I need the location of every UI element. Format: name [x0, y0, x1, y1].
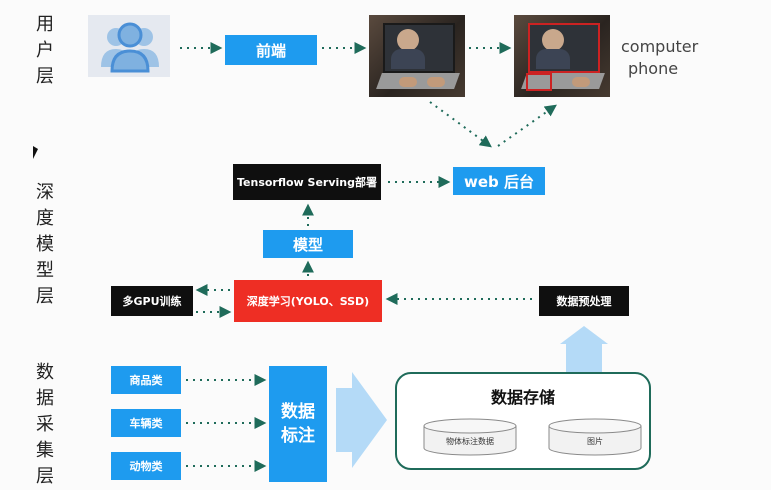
- arrow-computer-web: [429, 101, 492, 148]
- storage-title: 数据存储: [490, 388, 555, 407]
- model-layer-label: 深度模型层: [36, 182, 54, 307]
- web-backend-box: web 后台: [453, 167, 545, 195]
- user-layer-label: 用户层: [36, 14, 54, 87]
- mouse-cursor-icon: [33, 146, 38, 159]
- data-layer-label: 数据采集层: [36, 362, 54, 487]
- computer-label: computer: [621, 37, 699, 56]
- db-annotation-label: 物体标注数据: [446, 437, 494, 446]
- annotation-box: 数据标注: [269, 366, 327, 482]
- preprocess-box: 数据预处理: [539, 286, 629, 316]
- deep-learning-box: 深度学习(YOLO、SSD): [234, 280, 382, 322]
- users-icon: [88, 15, 170, 77]
- annotation-label: 数据标注: [281, 402, 315, 446]
- arrow-web-phone: [497, 104, 557, 147]
- big-arrow-to-storage: [336, 372, 387, 468]
- goods-box: 商品类: [111, 366, 181, 394]
- vehicles-box: 车辆类: [111, 409, 181, 437]
- multi-gpu-box: 多GPU训练: [111, 286, 193, 316]
- data-storage-group: 数据存储 物体标注数据 图片: [395, 372, 651, 470]
- phone-photo: [514, 15, 610, 97]
- db-images: 图片: [548, 418, 642, 456]
- big-arrow-to-preprocess: [560, 326, 608, 372]
- animals-box: 动物类: [111, 452, 181, 480]
- tf-serving-box: Tensorflow Serving部署: [233, 164, 381, 200]
- computer-photo: [369, 15, 465, 97]
- phone-label: phone: [628, 59, 679, 78]
- db-images-label: 图片: [587, 437, 603, 446]
- db-annotation: 物体标注数据: [423, 418, 517, 456]
- model-box: 模型: [263, 230, 353, 258]
- frontend-box: 前端: [225, 35, 317, 65]
